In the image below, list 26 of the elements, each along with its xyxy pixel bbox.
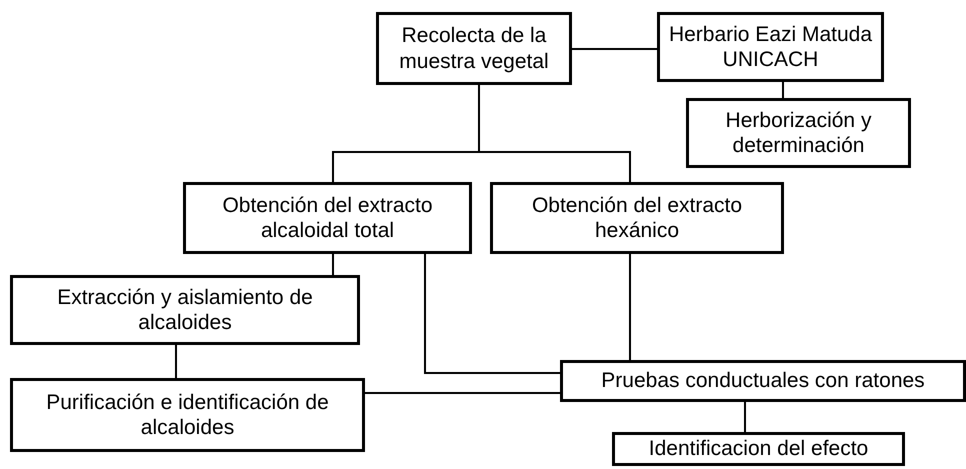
step-text: Recolecta de la muestra vegetal <box>398 23 550 74</box>
connector-line <box>365 392 560 394</box>
connector-line <box>332 254 334 275</box>
connector-line <box>572 48 657 50</box>
connector-line <box>744 402 746 432</box>
process-box <box>10 378 365 452</box>
step-text: Herborización y determinación <box>724 108 872 158</box>
process-box <box>10 275 360 345</box>
step-text: Purificación e identificación de alcaloides <box>45 390 330 440</box>
process-box <box>657 12 884 82</box>
connector-line <box>629 254 631 360</box>
connector-line <box>175 345 177 378</box>
step-text: Herbario Eazi Matuda UNICACH <box>668 22 874 72</box>
connector-line <box>424 254 560 374</box>
step-text: Obtención del extracto hexánico <box>530 192 744 244</box>
step-text: Extracción y aislamiento de alcaloides <box>56 284 314 336</box>
step-text: Identificacion del efecto <box>648 436 868 462</box>
step-text: Pruebas conductuales con ratones <box>601 368 925 394</box>
process-box <box>686 98 911 168</box>
process-box <box>376 12 572 85</box>
step-text: Obtención del extracto alcaloidal total <box>221 192 434 244</box>
process-box <box>560 360 966 402</box>
process-box <box>183 182 472 254</box>
process-box <box>612 432 905 466</box>
connector-line <box>782 82 784 98</box>
process-box <box>490 182 784 254</box>
